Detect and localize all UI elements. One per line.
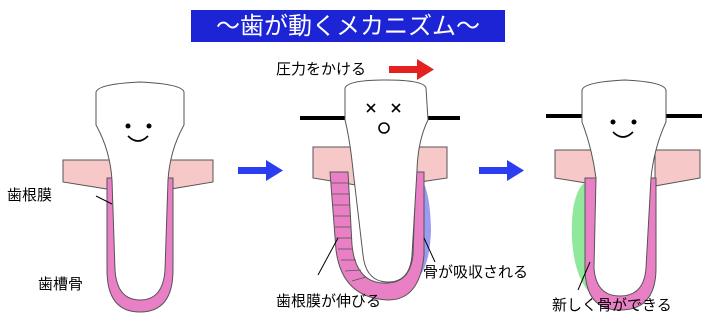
pressure-label: 圧力をかける bbox=[276, 60, 367, 78]
ligament-stretches-label: 歯根膜が伸びる bbox=[276, 292, 382, 310]
pointer-line bbox=[317, 237, 339, 276]
tooth bbox=[95, 81, 185, 301]
stage-new-bone bbox=[546, 79, 702, 311]
alveolar-bone-label: 歯槽骨 bbox=[38, 275, 84, 293]
ligament-stripes bbox=[331, 182, 367, 282]
new-bone-label: 新しく骨ができる bbox=[552, 296, 672, 314]
eye bbox=[631, 119, 637, 125]
eye bbox=[125, 123, 131, 129]
pointer-line bbox=[423, 237, 436, 263]
eye bbox=[146, 123, 152, 129]
flow-arrow-2 bbox=[479, 160, 524, 181]
periodontal-ligament-label: 歯根膜 bbox=[7, 186, 53, 204]
pointer-line bbox=[577, 261, 591, 291]
stage-initial bbox=[62, 81, 214, 313]
gum-right bbox=[654, 149, 701, 187]
gum-left bbox=[62, 159, 114, 191]
tooth bbox=[344, 79, 429, 283]
flow-arrow-1 bbox=[238, 160, 283, 181]
eye bbox=[610, 119, 616, 125]
stage-force bbox=[300, 79, 460, 301]
pointer-line bbox=[95, 195, 113, 205]
smile bbox=[612, 131, 634, 138]
x-eye bbox=[366, 103, 401, 113]
page-title: ～歯が動くメカニズム～ bbox=[191, 10, 505, 42]
bone-resorbed-label: 骨が吸収される bbox=[423, 263, 529, 281]
smile bbox=[127, 135, 149, 142]
stretched-ligament bbox=[329, 171, 425, 301]
o-mouth bbox=[378, 122, 390, 134]
force-arrow bbox=[389, 59, 434, 80]
tooth bbox=[581, 79, 667, 297]
